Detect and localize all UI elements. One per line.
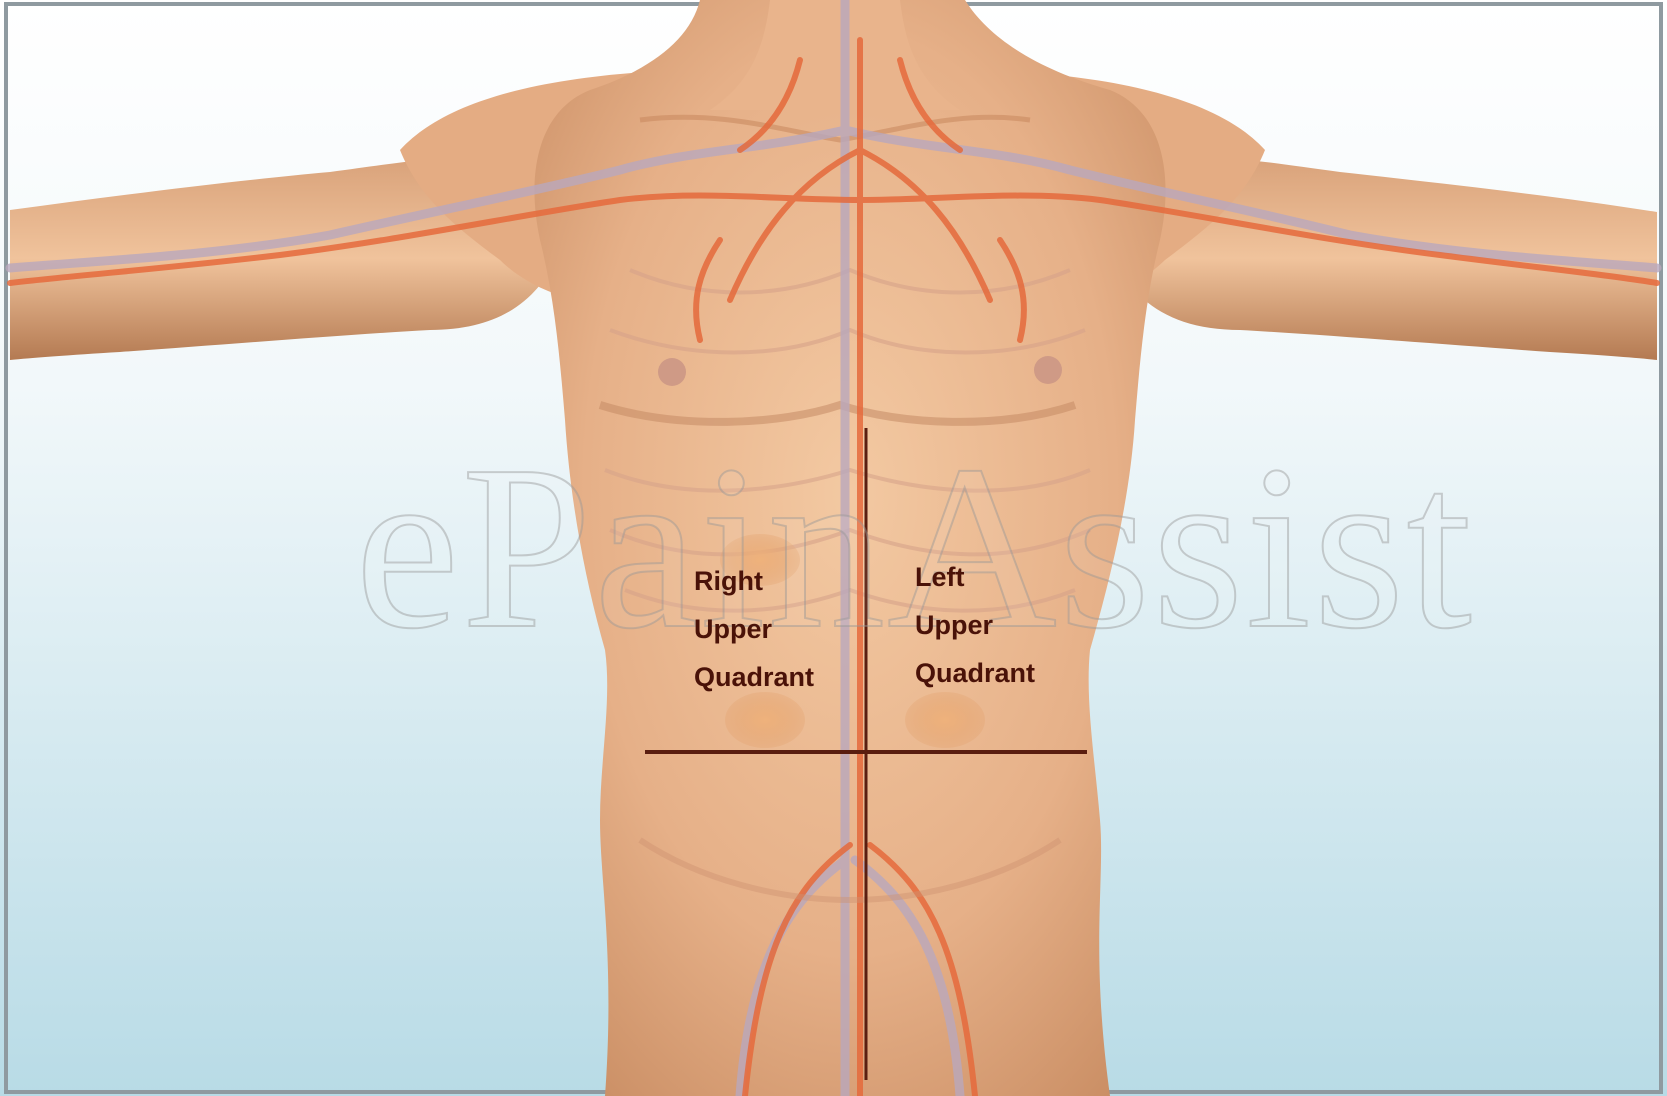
left-kidney-lower — [905, 692, 985, 748]
luq-label-line2: Upper — [915, 601, 1035, 649]
ruq-label-line3: Quadrant — [694, 653, 814, 701]
right-upper-quadrant-label: Right Upper Quadrant — [694, 557, 814, 701]
left-upper-quadrant-label: Left Upper Quadrant — [915, 553, 1035, 697]
left-nipple — [1034, 356, 1062, 384]
right-nipple — [658, 358, 686, 386]
luq-label-line3: Quadrant — [915, 649, 1035, 697]
ruq-label-line1: Right — [694, 557, 814, 605]
ruq-label-line2: Upper — [694, 605, 814, 653]
luq-label-line1: Left — [915, 553, 1035, 601]
